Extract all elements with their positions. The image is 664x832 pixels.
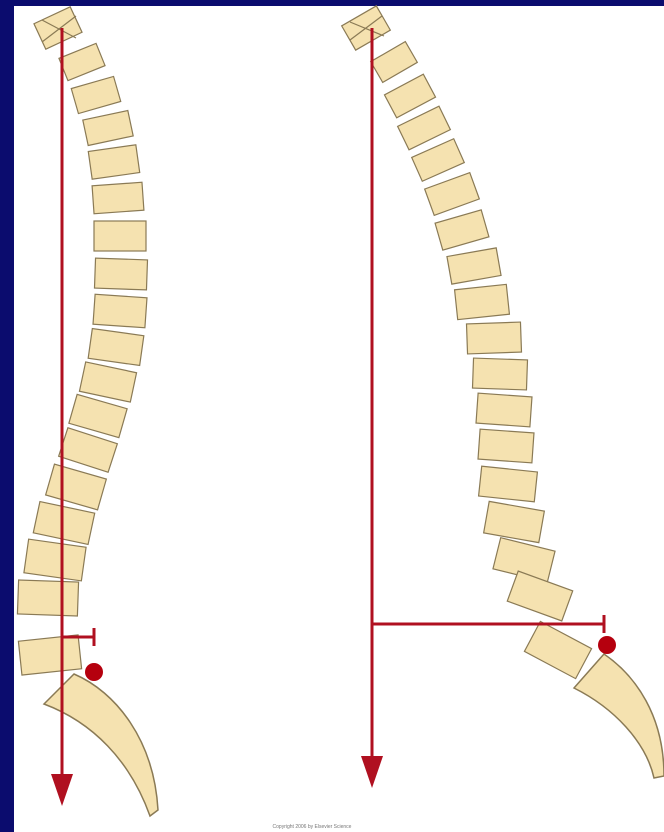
right-vertebra-12 (478, 429, 534, 463)
copyright-caption: Copyright 2006 by Elsevier Science (273, 824, 352, 830)
left-sacral-reference-dot (85, 663, 103, 681)
left-vertebra-16 (17, 580, 78, 616)
right-sacral-reference-dot (598, 636, 616, 654)
right-vertebra-10 (472, 358, 527, 390)
left-vertebra-4 (88, 145, 139, 179)
right-vertebra-11 (476, 393, 532, 427)
right-vertebra-13 (479, 466, 538, 502)
right-vertebra-9 (466, 322, 521, 354)
left-vertebra-6 (94, 221, 146, 251)
left-vertebra-7 (94, 258, 147, 290)
left-vertebra-8 (93, 294, 147, 328)
left-vertebra-17 (18, 635, 81, 675)
left-vertebra-15 (24, 539, 86, 581)
left-vertebra-9 (88, 329, 144, 366)
left-vertebra-5 (92, 182, 144, 213)
right-vertebra-8 (455, 284, 510, 319)
